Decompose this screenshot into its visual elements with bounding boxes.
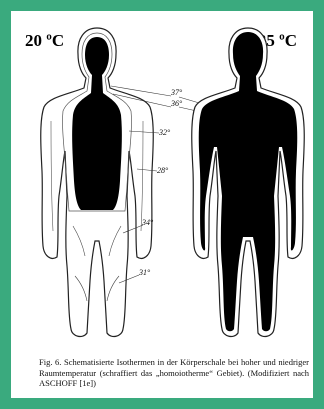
isotherm-label-28: 28° (157, 166, 169, 175)
isotherm-label-36: 36° (170, 99, 183, 108)
figure: 20 ºC 35 ºC 37° 36° 32° 28 (11, 11, 313, 398)
figure-caption: Fig. 6. Schematisierte Isothermen in der… (39, 357, 309, 389)
right-core-region (199, 32, 298, 331)
isotherm-label-32: 32° (158, 128, 171, 137)
isotherm-label-31: 31° (138, 268, 151, 277)
isotherm-diagram: 37° 36° 32° 28° 34° 31° (11, 11, 313, 351)
isotherm-label-34: 34° (141, 218, 154, 227)
right-body (192, 28, 305, 336)
isotherm-label-37: 37° (170, 88, 183, 97)
